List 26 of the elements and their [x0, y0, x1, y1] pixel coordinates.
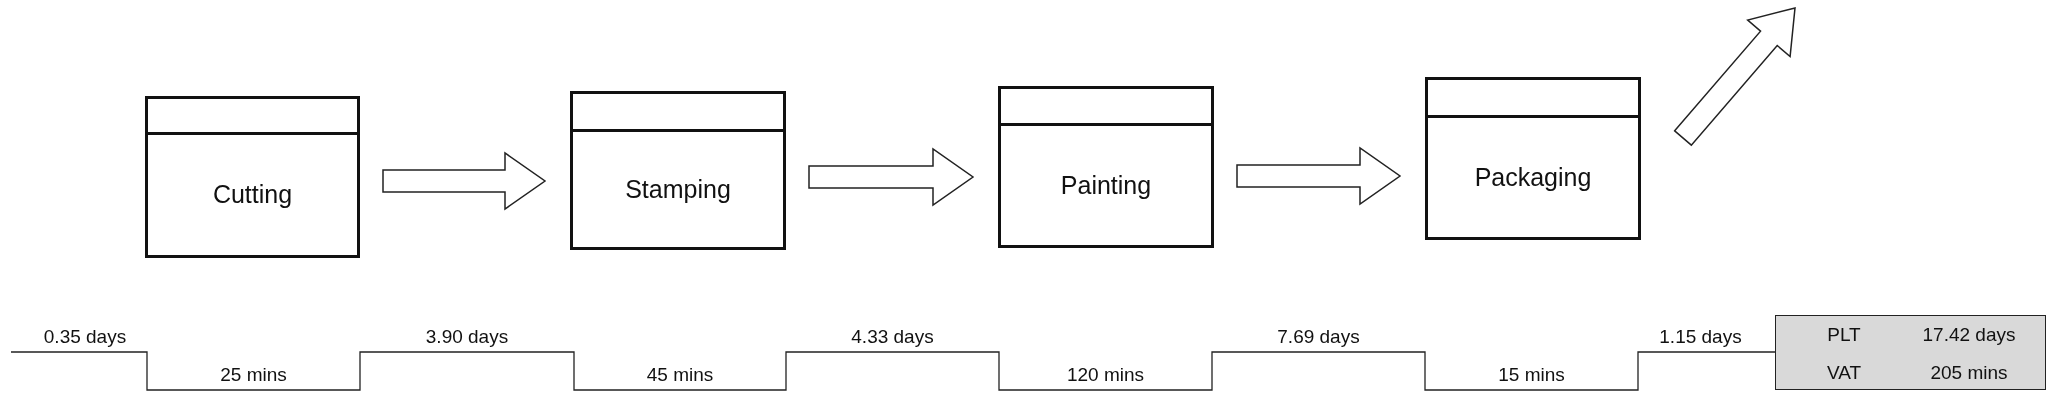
process-time: 45 mins: [646, 364, 714, 386]
block-arrow: [1673, 7, 1796, 147]
waiting-time: 3.90 days: [425, 326, 509, 348]
process-box: [1425, 77, 1641, 240]
process-time: 120 mins: [1066, 364, 1145, 386]
metric-label: PLT: [1827, 324, 1861, 346]
waiting-time: 4.33 days: [851, 326, 934, 348]
process-box: [145, 96, 360, 258]
process-name: Painting: [1059, 170, 1153, 200]
process-time: 25 mins: [220, 364, 287, 386]
waiting-time: 0.35 days: [43, 326, 127, 348]
metric-value: 17.42 days: [1922, 324, 2016, 346]
process-name: Stamping: [624, 174, 732, 204]
metric-value: 205 mins: [1930, 362, 2008, 384]
metric-label: VAT: [1826, 362, 1862, 384]
block-arrow: [382, 151, 547, 211]
process-box: [570, 91, 786, 250]
block-arrow: [1236, 146, 1402, 206]
block-arrow: [808, 147, 975, 207]
waiting-time: 7.69 days: [1277, 326, 1360, 348]
summary-box: [1775, 315, 2046, 390]
process-time: 15 mins: [1498, 364, 1565, 386]
process-name: Cutting: [211, 180, 294, 209]
process-name: Packaging: [1473, 162, 1593, 192]
process-box: [998, 86, 1214, 248]
waiting-time: 1.15 days: [1659, 326, 1742, 348]
